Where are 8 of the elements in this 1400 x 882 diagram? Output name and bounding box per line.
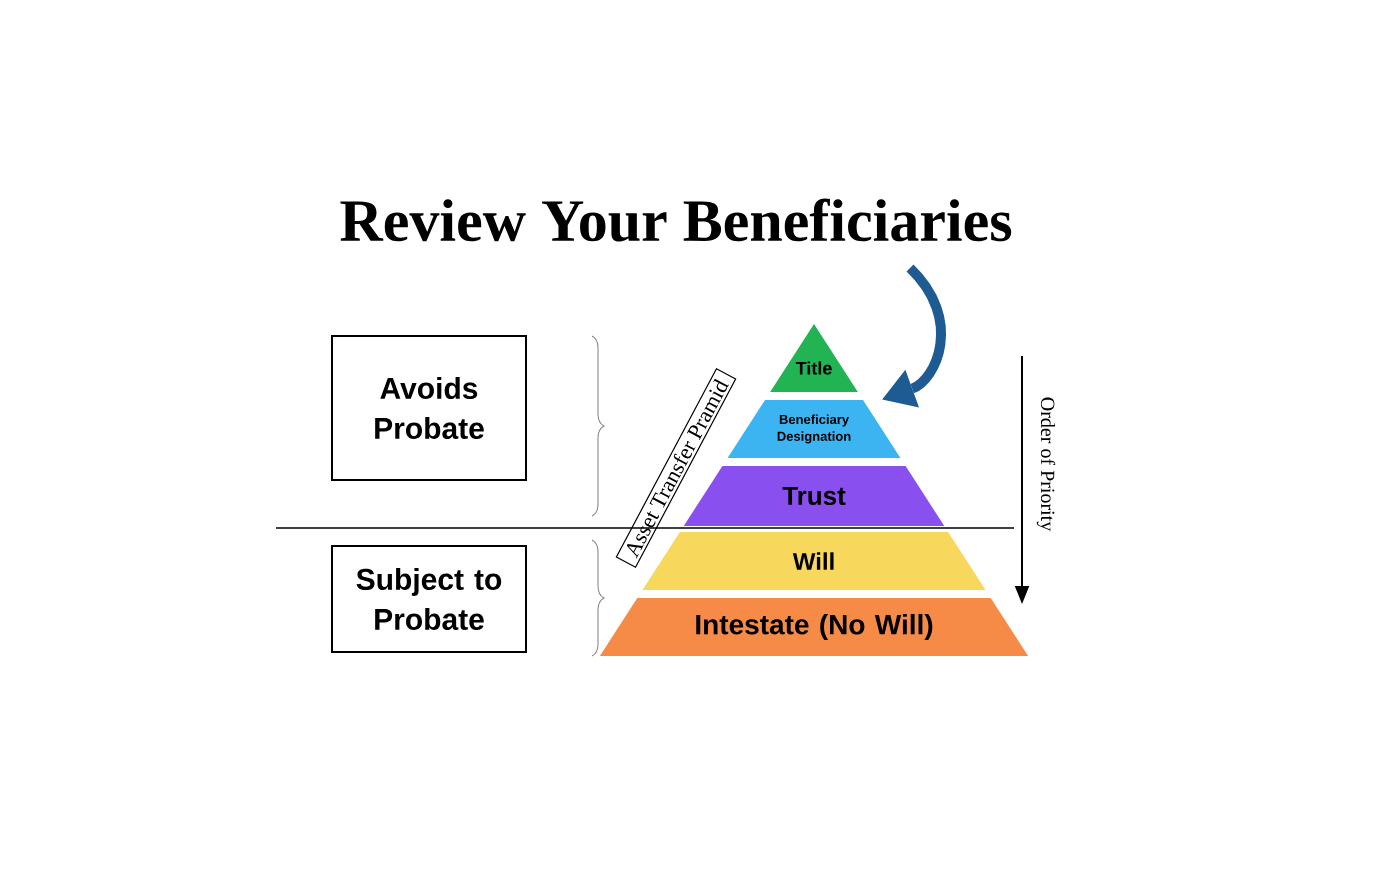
label-box: Avoids Probate — [331, 335, 527, 481]
pyramid-layer: Trust — [683, 466, 945, 526]
curved-arrow — [882, 264, 946, 408]
title: Review Your Beneficiaries — [340, 198, 1012, 242]
pyramid-layer: Title — [770, 324, 858, 392]
pyramid-layer: Intestate (No Will) — [599, 598, 1029, 656]
label-box: Subject to Probate — [331, 545, 527, 653]
axis-label: Order of Priority — [1036, 397, 1056, 532]
